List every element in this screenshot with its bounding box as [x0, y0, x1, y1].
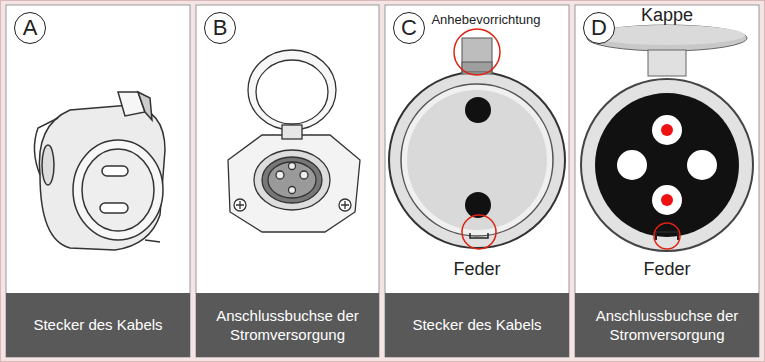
caption-text: Stecker des Kabels	[412, 315, 541, 335]
part-label: Feder	[643, 259, 690, 280]
caption-text: Stecker des Kabels	[33, 315, 162, 335]
caption-band: Stecker des Kabels	[6, 293, 190, 357]
panel-letter: B	[204, 12, 236, 44]
panel-letter: C	[393, 12, 425, 44]
caption-band: Stecker des Kabels	[385, 293, 569, 357]
caption-text: Anschlussbuchse der Stromversorgung	[581, 306, 753, 345]
part-label: Kappe	[641, 5, 693, 26]
letter: C	[401, 15, 417, 41]
caption-text: Anschlussbuchse der Stromversorgung	[202, 306, 373, 345]
caption-band: Anschlussbuchse der Stromversorgung	[575, 293, 759, 357]
part-label: Anhebevorrichtung	[431, 12, 540, 27]
letter: A	[23, 15, 38, 41]
caption-band: Anschlussbuchse der Stromversorgung	[196, 293, 379, 357]
letter: B	[213, 15, 228, 41]
panel-letter: A	[14, 12, 46, 44]
letter: D	[591, 15, 607, 41]
panel-letter: D	[583, 12, 615, 44]
part-label: Feder	[453, 259, 500, 280]
